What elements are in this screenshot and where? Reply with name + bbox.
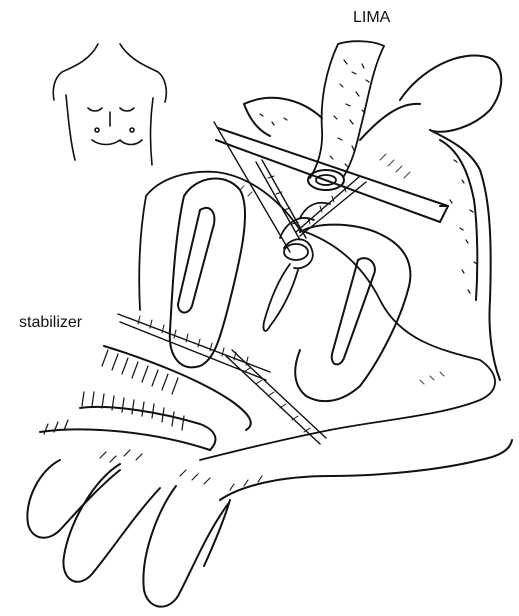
lima-label: LIMA bbox=[353, 9, 390, 27]
stabilizer-left-foot bbox=[170, 179, 245, 368]
torso-icon bbox=[53, 44, 166, 165]
retractor-frame bbox=[216, 56, 501, 380]
hand bbox=[27, 440, 512, 607]
stabilizer-label: stabilizer bbox=[19, 314, 82, 332]
